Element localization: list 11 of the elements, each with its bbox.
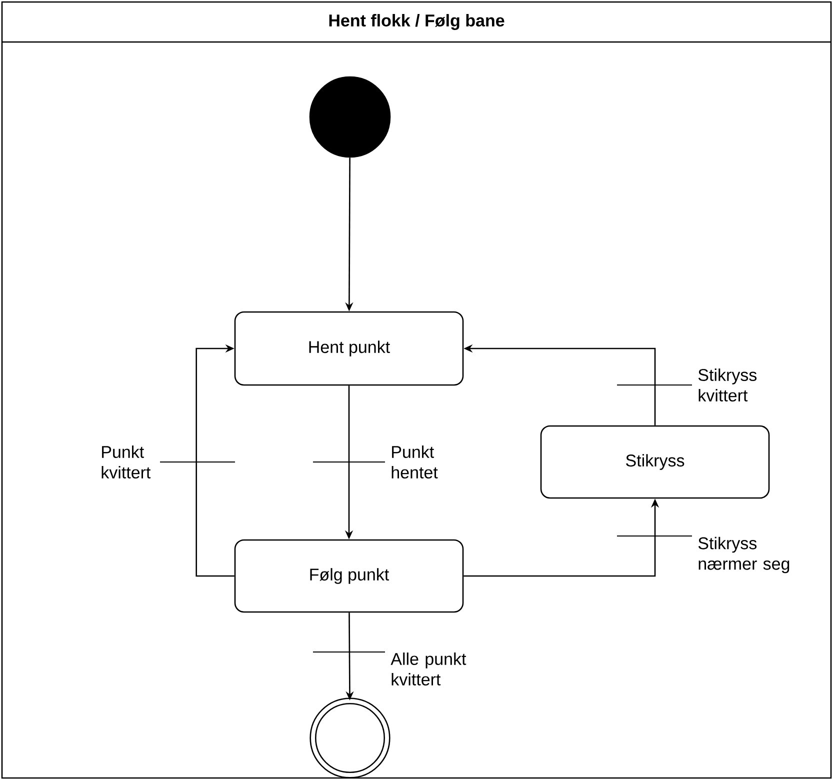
edge-label: Stikryss kvittert (698, 368, 757, 402)
edge-label: Alle punkt kvittert (390, 652, 466, 686)
edge-label: Punkt kvittert (102, 446, 151, 478)
state-box: Følg punkt (234, 539, 464, 613)
state-box: Stikryss (540, 425, 770, 499)
edge-label: Stikryss nærmer seg (698, 536, 790, 574)
initial-state (309, 76, 391, 158)
transition-arrow (196, 344, 234, 577)
state-box: Hent punkt (234, 311, 464, 386)
final-state (310, 698, 390, 778)
edge-label: Punkt hentet (392, 446, 438, 478)
